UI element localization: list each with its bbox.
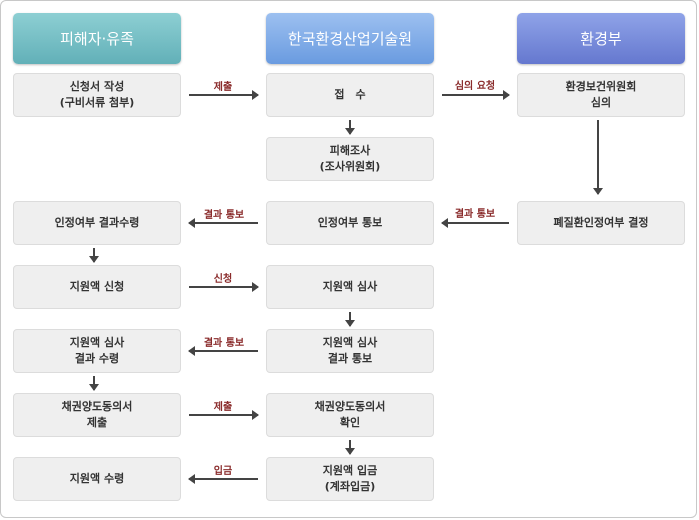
arrow-down <box>345 120 355 135</box>
arrow-label: 제출 <box>213 82 233 93</box>
arrow-label: 결과 통보 <box>454 209 496 220</box>
box-line: 제출 <box>86 416 108 429</box>
box-line: 지원액 수령 <box>69 472 125 485</box>
box-deposit: 지원액 입금 (계좌입금) <box>266 457 434 501</box>
box-line: (조사위원회) <box>319 160 381 173</box>
box-support-receive: 지원액 수령 <box>13 457 181 501</box>
box-line: 채권양도동의서 <box>61 400 133 413</box>
box-application: 신청서 작성 (구비서류 첨부) <box>13 73 181 117</box>
box-decision: 폐질환인정여부 결정 <box>517 201 685 245</box>
arrow-right <box>189 410 259 420</box>
arrow-left <box>188 474 258 484</box>
arrow-left <box>441 218 509 228</box>
box-receive-result: 인정여부 결과수령 <box>13 201 181 245</box>
box-line: 결과 통보 <box>327 352 373 365</box>
box-line: 지원액 신청 <box>69 280 125 293</box>
box-line: 폐질환인정여부 결정 <box>553 216 649 229</box>
arrow-left <box>188 218 258 228</box>
arrow-label: 심의 요청 <box>454 81 496 92</box>
box-line: 신청서 작성 <box>69 80 125 93</box>
box-line: 확인 <box>339 416 361 429</box>
box-investigation: 피해조사 (조사위원회) <box>266 137 434 181</box>
box-line: (계좌입금) <box>324 480 376 493</box>
arrow-down <box>89 248 99 263</box>
box-line: 결과 수령 <box>74 352 120 365</box>
box-line: 지원액 심사 <box>322 280 378 293</box>
arrow-down <box>593 120 603 195</box>
header-victim: 피해자·유족 <box>13 13 181 64</box>
box-line: 지원액 심사 <box>69 336 125 349</box>
arrow-down <box>89 376 99 391</box>
box-line: 환경보건위원회 <box>565 80 637 93</box>
box-notify: 인정여부 통보 <box>266 201 434 245</box>
box-line: 피해조사 <box>329 144 371 157</box>
box-line: 인정여부 결과수령 <box>54 216 140 229</box>
box-support-apply: 지원액 신청 <box>13 265 181 309</box>
box-line: 채권양도동의서 <box>314 400 386 413</box>
arrow-label: 결과 통보 <box>203 338 245 349</box>
arrow-left <box>188 346 258 356</box>
header-keiti: 한국환경산업기술원 <box>266 13 434 64</box>
arrow-right <box>442 90 510 100</box>
box-support-review: 지원액 심사 <box>266 265 434 309</box>
box-line: (구비서류 첨부) <box>59 96 135 109</box>
arrow-label: 결과 통보 <box>203 210 245 221</box>
box-line: 접 수 <box>334 88 366 101</box>
box-receipt: 접 수 <box>266 73 434 117</box>
arrow-down <box>345 312 355 327</box>
box-line: 지원액 입금 <box>322 464 378 477</box>
box-line: 심의 <box>590 96 612 109</box>
box-line: 인정여부 통보 <box>317 216 383 229</box>
arrow-down <box>345 440 355 455</box>
arrow-label: 제출 <box>213 402 233 413</box>
arrow-label: 입금 <box>213 466 233 477</box>
arrow-label: 신청 <box>213 274 233 285</box>
box-line: 지원액 심사 <box>322 336 378 349</box>
arrow-right <box>189 90 259 100</box>
header-ministry: 환경부 <box>517 13 685 64</box>
arrow-right <box>189 282 259 292</box>
